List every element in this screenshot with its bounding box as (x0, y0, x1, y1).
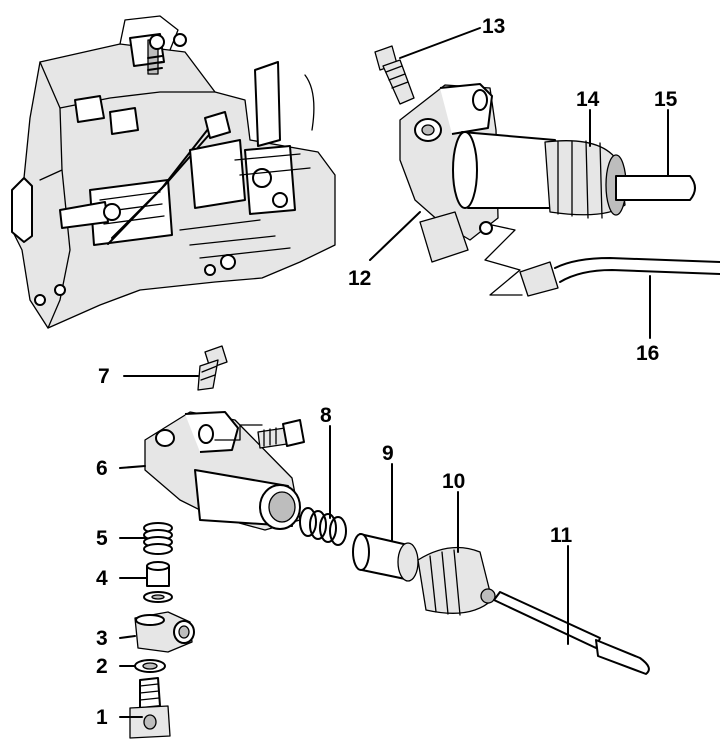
callout-6: 6 (96, 457, 108, 480)
callout-13: 13 (482, 15, 505, 38)
cylinder-body-6 (144, 411, 301, 531)
gearbox-housing (11, 15, 336, 329)
spring-5 (143, 522, 173, 555)
callout-12: 12 (348, 267, 371, 290)
piston-9 (352, 533, 419, 582)
bleed-screw-13 (374, 45, 415, 105)
leader-lines (119, 27, 669, 718)
bleed-screw-7 (197, 345, 228, 391)
banjo-union-3 (134, 611, 195, 653)
push-rod-11 (493, 591, 650, 675)
callout-11: 11 (550, 524, 573, 547)
hydraulic-line-16 (484, 224, 720, 297)
callout-5: 5 (96, 527, 108, 550)
callout-9: 9 (382, 442, 394, 465)
callout-15: 15 (654, 88, 678, 111)
callout-1: 1 (96, 706, 108, 729)
callout-labels: 1 2 3 4 5 6 7 8 9 10 11 12 13 14 15 16 (96, 15, 678, 729)
cylinder-barrel-14 (452, 131, 627, 219)
valve-4 (143, 561, 173, 603)
callout-4: 4 (96, 567, 108, 590)
callout-3: 3 (96, 627, 108, 650)
spring-8 (299, 507, 347, 546)
washer-2 (134, 659, 166, 673)
callout-16: 16 (636, 342, 659, 365)
push-rod-15 (615, 175, 696, 201)
callout-7: 7 (98, 365, 110, 388)
callout-14: 14 (576, 88, 600, 111)
callout-10: 10 (442, 470, 465, 493)
banjo-bolt-1 (129, 677, 171, 739)
boot-10 (417, 546, 496, 616)
callout-2: 2 (96, 655, 108, 678)
mounting-bolt (257, 419, 305, 449)
callout-8: 8 (320, 404, 332, 427)
